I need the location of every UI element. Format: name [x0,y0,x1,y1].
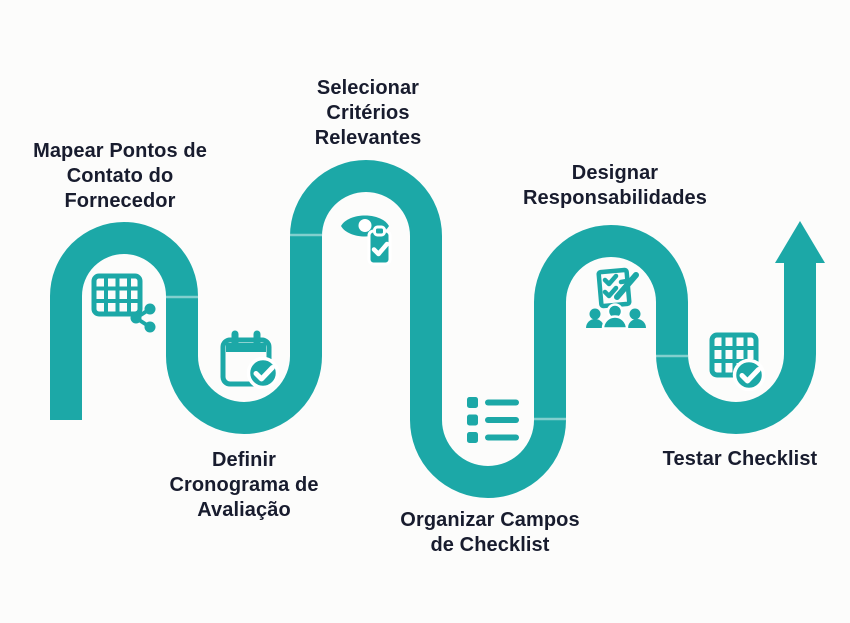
team-checklist-icon [586,267,646,330]
table-check-icon [709,332,766,392]
bullet-list-icon [467,397,519,443]
eye-checklist-icon [341,215,392,266]
calendar-check-icon [220,330,280,390]
arrow-up-icon [775,221,825,263]
step-3-label: Selecionar Critérios Relevantes [314,77,422,149]
step-5-label: Designar Responsabilidades [523,162,707,209]
table-share-icon [91,273,156,333]
step-2-label: Definir Cronograma de Avaliação [169,449,319,521]
path-stroke [50,160,816,498]
step-1-label: Mapear Pontos de Contato do Fornecedor [33,140,207,212]
step-6-label: Testar Checklist [662,448,818,470]
path-segment-seams [166,233,688,421]
step-4-label: Organizar Campos de Checklist [400,509,580,556]
